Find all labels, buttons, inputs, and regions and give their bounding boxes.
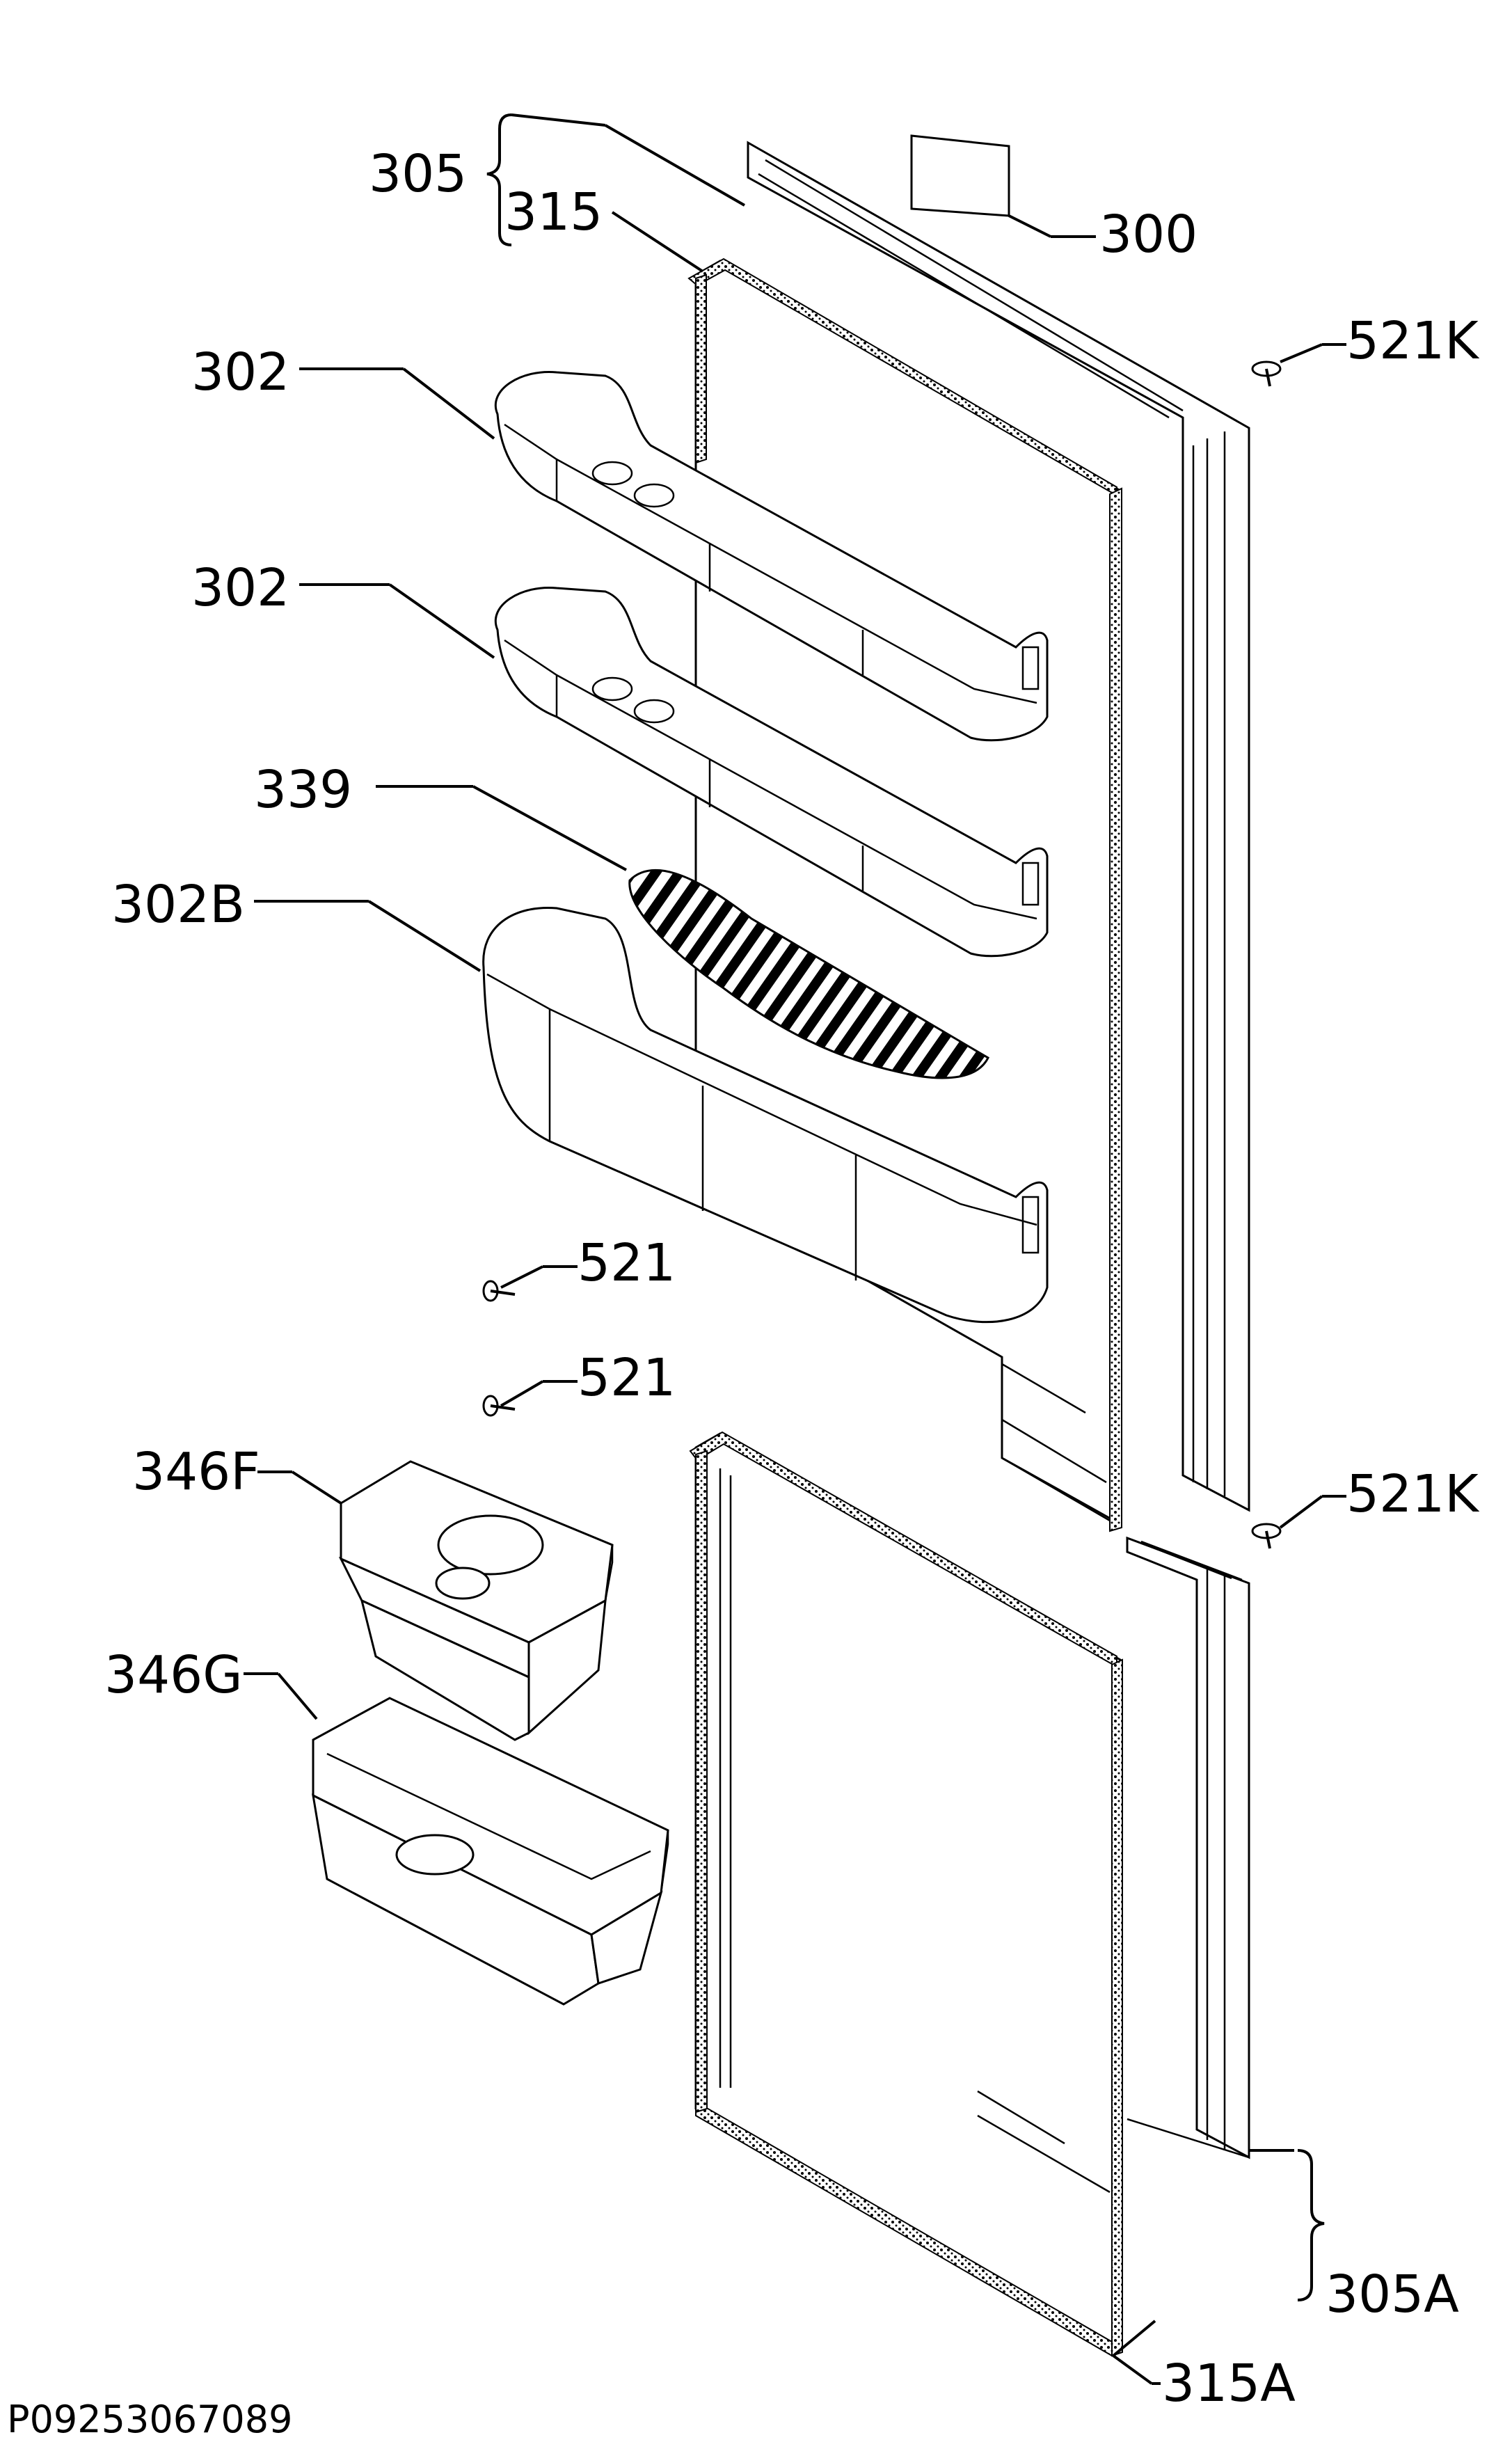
label-521-a: 521 — [578, 1233, 676, 1293]
label-302-top: 302 — [191, 342, 289, 402]
door-shelf-302-top-body — [494, 370, 1049, 742]
rating-plate-300 — [910, 134, 1010, 217]
door-shelf-302b-body — [482, 906, 1049, 1324]
label-346f: 346F — [132, 1442, 260, 1502]
lower-door-outer-panel — [1126, 1536, 1250, 2159]
lower-door-inner-liner — [694, 1432, 1122, 2351]
label-521k-top: 521K — [1346, 311, 1480, 371]
upper-gasket-left — [695, 273, 707, 464]
lower-door-305a — [689, 1431, 1250, 2357]
label-305a: 305A — [1326, 2265, 1459, 2324]
leader-lines — [244, 113, 1346, 2385]
brace-305a — [1297, 2149, 1325, 2301]
door-shelf-302b — [482, 906, 1049, 1324]
label-315: 315 — [504, 182, 603, 242]
screw-521k-bottom — [1251, 1523, 1282, 1549]
lower-gasket-side — [1111, 1658, 1123, 2357]
screw-521k-top — [1251, 360, 1282, 387]
part-labels: 305 315 300 521K 302 302 339 302B 521 52… — [7, 144, 1480, 2441]
label-521k-bottom: 521K — [1346, 1464, 1480, 1524]
label-302b: 302B — [111, 875, 245, 935]
label-315a: 315A — [1162, 2354, 1296, 2413]
label-300: 300 — [1099, 205, 1197, 264]
bottle-retainer-339 — [628, 869, 989, 1079]
door-shelf-302-middle-body — [494, 586, 1049, 958]
upper-gasket-side — [1109, 487, 1122, 1532]
screw-521-a — [482, 1280, 516, 1302]
label-339: 339 — [254, 760, 352, 820]
label-302-middle: 302 — [191, 558, 289, 618]
screw-521-b — [482, 1395, 516, 1417]
document-code: P09253067089 — [7, 2397, 292, 2441]
bottle-retainer-339-body — [628, 869, 989, 1079]
lower-gasket-left — [695, 1450, 708, 2114]
label-305: 305 — [369, 144, 467, 204]
brace-305 — [486, 113, 512, 246]
dairy-compartment-346f-box — [360, 1599, 530, 1741]
dairy-box-346g — [312, 1697, 669, 2006]
label-521-b: 521 — [578, 1348, 676, 1408]
dairy-compartment-346f — [338, 1460, 614, 1741]
door-shelf-302-middle — [494, 586, 1049, 958]
label-346g: 346G — [104, 1645, 243, 1705]
door-shelf-302-top — [494, 370, 1049, 742]
